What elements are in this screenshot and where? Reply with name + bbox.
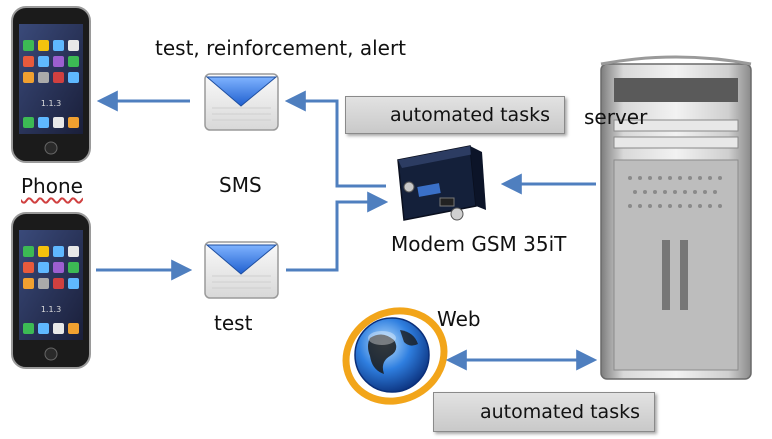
svg-text:1.1.3: 1.1.3: [41, 305, 61, 314]
connectors: [96, 90, 598, 371]
envelope-bottom-icon: [204, 241, 279, 299]
svg-text:1.1.3: 1.1.3: [41, 99, 61, 108]
automated-tasks-box-top: automated tasks: [345, 96, 565, 134]
gsm-modem-icon: [397, 145, 486, 221]
automated-tasks-box-bottom: automated tasks: [433, 392, 655, 432]
arrow-envelope-bottom-to-modem: [286, 191, 389, 272]
server-label: server: [584, 105, 648, 129]
phone-bottom-icon: 1.1.3: [11, 212, 91, 369]
envelope-top-icon: [204, 73, 279, 131]
phone-label: Phone: [21, 174, 83, 198]
phone-top-icon: 1.1.3: [11, 6, 91, 163]
web-label: Web: [437, 307, 481, 331]
globe-icon: [342, 307, 448, 405]
modem-label: Modem GSM 35iT: [391, 232, 567, 256]
sms-label: SMS: [219, 173, 262, 197]
test-label: test: [214, 311, 253, 335]
sms-types-label: test, reinforcement, alert: [155, 36, 407, 60]
arrow-modem-to-envelope-top: [284, 90, 386, 188]
server-tower-icon: [600, 55, 752, 380]
